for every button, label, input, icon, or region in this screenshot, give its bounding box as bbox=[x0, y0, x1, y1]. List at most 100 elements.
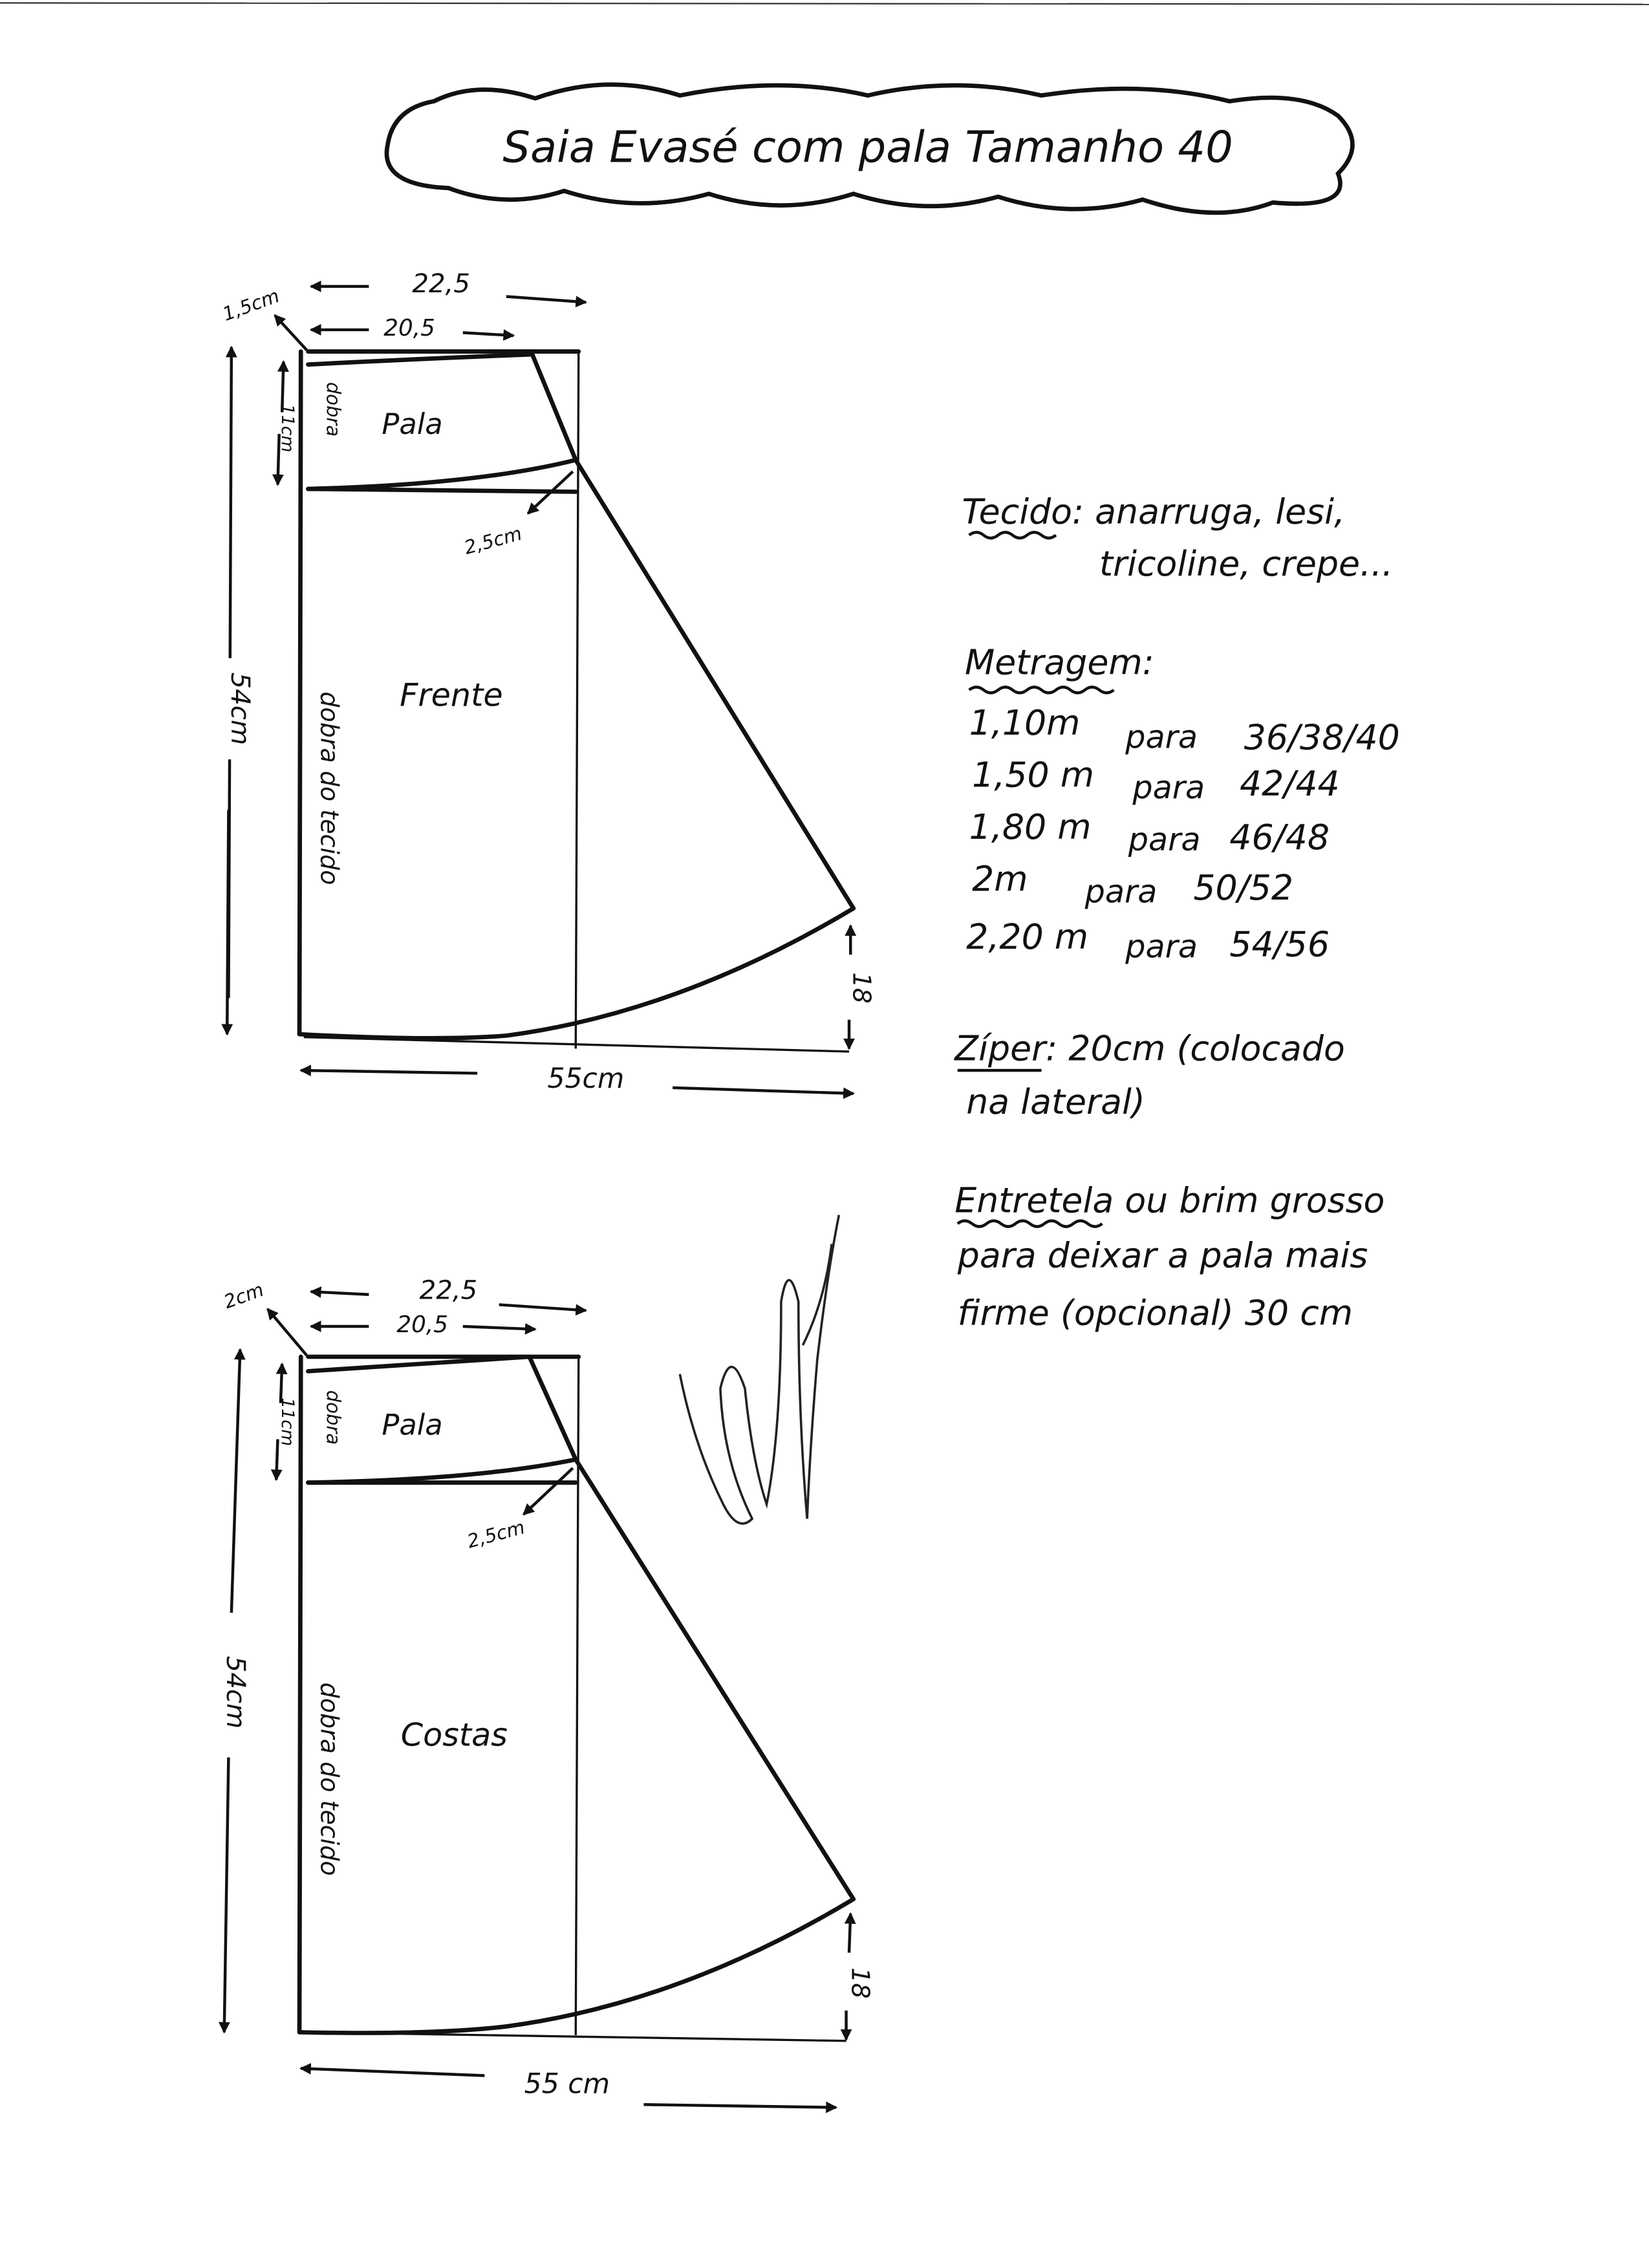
yoke-bottom-curve bbox=[306, 457, 578, 491]
fold-label: dobra do tecido bbox=[316, 691, 344, 885]
dim-arrow bbox=[462, 329, 515, 341]
underline bbox=[956, 1219, 1103, 1228]
fold-line bbox=[297, 349, 303, 1037]
dim-arrow bbox=[673, 1086, 855, 1099]
dim-arrow bbox=[230, 1348, 246, 1613]
dim-arrow bbox=[844, 1912, 856, 1953]
yoke-offset-label: 2,5cm bbox=[465, 1516, 527, 1552]
yardage-word: para bbox=[1125, 718, 1198, 755]
dim-arrow bbox=[462, 1323, 537, 1335]
yardage-amount: 2m bbox=[972, 859, 1028, 900]
zipper-note: Zíper: 20cm (colocado bbox=[953, 1028, 1345, 1068]
hem-width-label: 55cm bbox=[548, 1063, 625, 1095]
dim-arrow bbox=[274, 314, 308, 351]
hem-reference bbox=[303, 2031, 846, 2042]
yardage-sizes: 42/44 bbox=[1240, 763, 1340, 804]
fabric-line-1: : anarruga, lesi, bbox=[1072, 491, 1345, 532]
dim-arrow bbox=[221, 810, 233, 1036]
dim-arrow bbox=[270, 1439, 283, 1482]
yoke-height-label: 11cm bbox=[277, 404, 297, 453]
fold-short-label: dobra bbox=[323, 382, 345, 437]
hem-reference bbox=[303, 1035, 850, 1053]
hem-curve bbox=[297, 906, 856, 1041]
width-waist-label: 20,5 bbox=[383, 315, 435, 341]
yardage-word: para bbox=[1125, 928, 1198, 966]
hem-rise-label: 18 bbox=[848, 972, 876, 1003]
fabric-line-2: tricoline, crepe... bbox=[1099, 543, 1393, 584]
dim-arrow bbox=[266, 1308, 308, 1357]
yardage-row: 2m para 50/52 bbox=[972, 859, 1293, 911]
yardage-word: para bbox=[1132, 769, 1205, 806]
yoke-label: Pala bbox=[382, 407, 442, 441]
fabric-note: Tecido: anarruga, lesi, bbox=[962, 491, 1346, 532]
page-title: Saia Evasé com pala Tamanho 40 bbox=[502, 122, 1233, 173]
piece-label: Costas bbox=[401, 1716, 508, 1754]
zipper-line-2: na lateral) bbox=[966, 1081, 1145, 1122]
yardage-row: 1,80 m para 46/48 bbox=[969, 806, 1330, 858]
yardage-amount: 1,50 m bbox=[972, 755, 1094, 795]
side-seam bbox=[530, 352, 856, 911]
reference-line bbox=[574, 1356, 580, 2035]
yardage-amount: 1,80 m bbox=[969, 806, 1092, 847]
underline bbox=[968, 686, 1115, 695]
width-waist-label: 20,5 bbox=[396, 1312, 448, 1338]
dim-arrow bbox=[499, 1303, 588, 1316]
corner-raise-label: 2cm bbox=[221, 1279, 267, 1313]
dim-arrow bbox=[272, 433, 284, 486]
zipper-heading: Zíper bbox=[953, 1028, 1048, 1068]
piece-label: Frente bbox=[400, 676, 503, 713]
dim-arrow bbox=[219, 1757, 230, 2034]
interfacing-heading: Entretela bbox=[954, 1180, 1114, 1220]
yoke-bottom-curve bbox=[306, 1457, 578, 1485]
dim-arrow bbox=[277, 360, 289, 413]
front-pattern-piece: 22,5 20,5 1,5cm 54cm 11cm dobra Pala 2,5… bbox=[214, 269, 876, 1099]
yoke-top-curve bbox=[306, 1354, 532, 1374]
yardage-word: para bbox=[1084, 873, 1158, 911]
width-top-label: 22,5 bbox=[420, 1275, 478, 1305]
title-cloud: Saia Evasé com pala Tamanho 40 bbox=[384, 82, 1355, 215]
fold-label: dobra do tecido bbox=[316, 1682, 344, 1875]
skirt-top-line bbox=[306, 486, 578, 494]
signature bbox=[678, 1215, 841, 1525]
yardage-sizes: 54/56 bbox=[1229, 923, 1330, 964]
notes-block: Tecido: anarruga, lesi, tricoline, crepe… bbox=[953, 491, 1399, 1334]
yoke-offset-label: 2,5cm bbox=[462, 523, 524, 559]
scan-edge bbox=[0, 2, 1649, 5]
length-label: 54cm bbox=[221, 1656, 250, 1729]
yardage-sizes: 46/48 bbox=[1229, 817, 1330, 858]
yardage-heading: Metragem: bbox=[965, 642, 1154, 682]
hem-rise-label: 18 bbox=[846, 1967, 874, 1998]
yardage-word: para bbox=[1128, 821, 1201, 858]
back-pattern-piece: 22,5 20,5 2cm 54cm 11cm dobra Pala 2,5cm… bbox=[211, 1275, 875, 2113]
interfacing-line-1: ou brim grosso bbox=[1114, 1180, 1385, 1220]
fabric-heading: Tecido bbox=[962, 491, 1073, 532]
yoke-top-curve bbox=[306, 352, 535, 367]
yardage-sizes: 36/38/40 bbox=[1244, 717, 1400, 758]
underline bbox=[968, 530, 1057, 540]
dim-arrow bbox=[299, 1064, 478, 1077]
interfacing-line-3: firme (opcional) 30 cm bbox=[958, 1293, 1353, 1334]
yoke-label: Pala bbox=[382, 1408, 442, 1442]
fold-line bbox=[297, 1354, 303, 2035]
dim-arrow bbox=[643, 2101, 838, 2113]
length-label: 54cm bbox=[225, 673, 255, 746]
yardage-amount: 1,10m bbox=[969, 702, 1081, 743]
yardage-amount: 2,20 m bbox=[966, 916, 1088, 957]
hem-width-label: 55 cm bbox=[524, 2068, 610, 2100]
yoke-height-label: 11cm bbox=[277, 1398, 297, 1446]
dim-arrow bbox=[299, 2063, 485, 2077]
yardage-row: 1,10m para 36/38/40 bbox=[969, 702, 1400, 757]
dim-arrow bbox=[523, 1467, 574, 1516]
dim-arrow bbox=[506, 295, 588, 308]
dim-arrow bbox=[309, 1286, 369, 1299]
zipper-line-1: : 20cm (colocado bbox=[1046, 1028, 1345, 1068]
interfacing-line-2: para deixar a pala mais bbox=[957, 1235, 1368, 1275]
dim-arrow bbox=[275, 1362, 288, 1403]
width-top-label: 22,5 bbox=[412, 269, 470, 299]
yardage-sizes: 50/52 bbox=[1193, 867, 1293, 908]
yardage-row: 1,50 m para 42/44 bbox=[972, 755, 1340, 806]
fold-short-label: dobra bbox=[323, 1390, 345, 1445]
dim-arrow bbox=[526, 470, 574, 515]
corner-raise-label: 1,5cm bbox=[220, 285, 283, 325]
